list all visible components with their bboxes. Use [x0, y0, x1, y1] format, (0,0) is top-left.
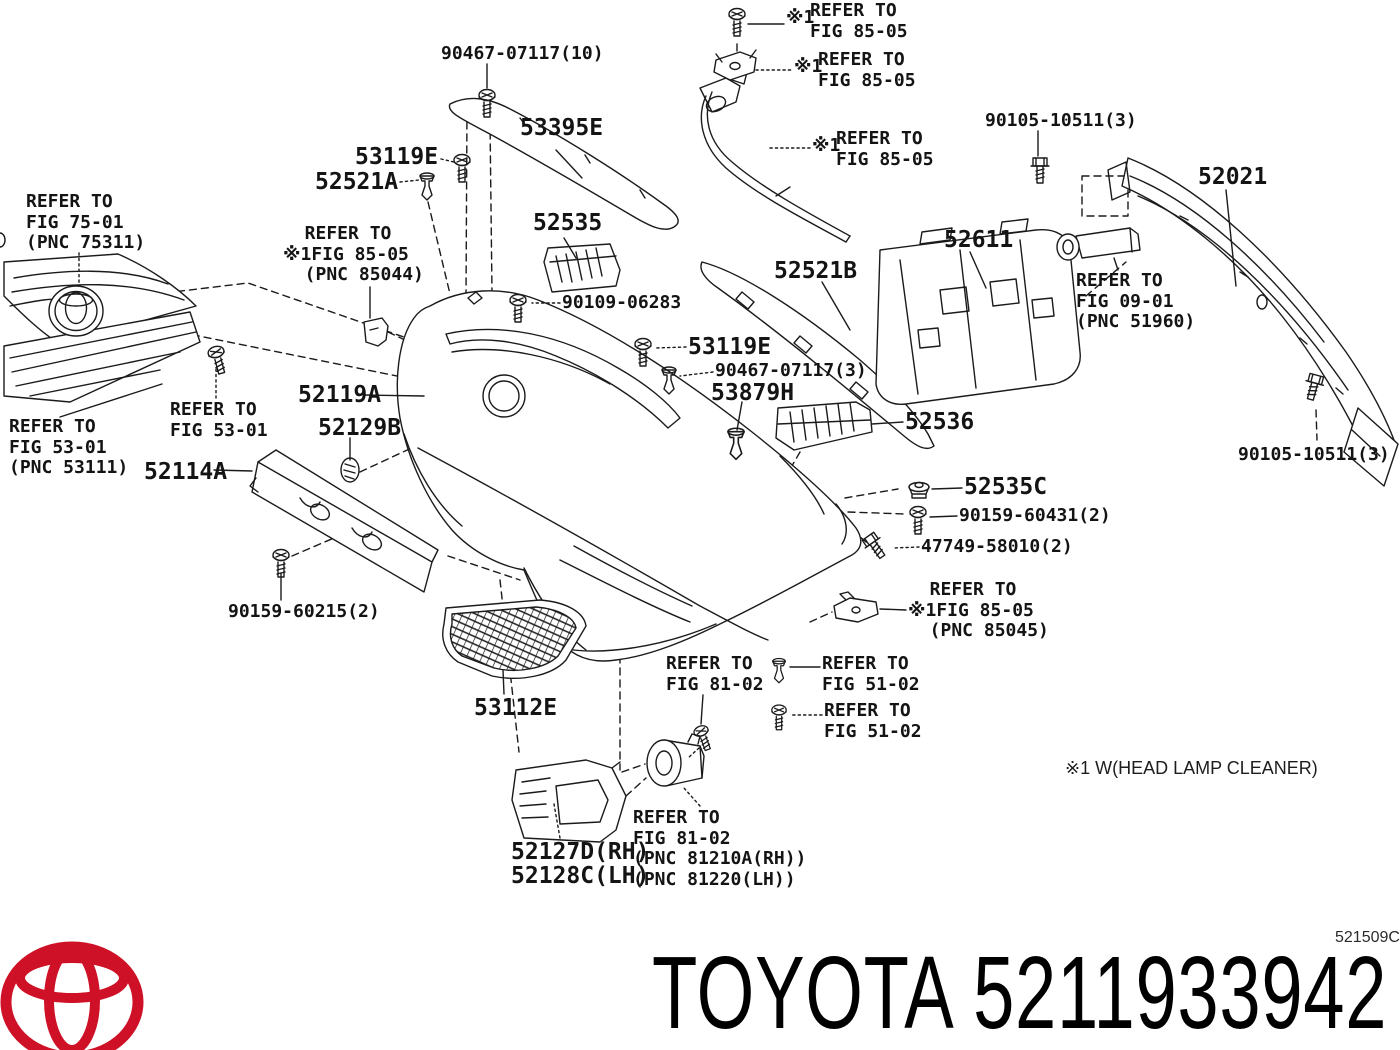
part-label-90105-10511-top: 90105-10511(3) [985, 110, 1137, 131]
bolt-47749-58010-icon [859, 530, 891, 563]
clip-52521a-icon [419, 172, 435, 201]
license-plate-bracket-52114a [249, 449, 439, 593]
refer-label-fig51-02-2: REFER TO FIG 51-02 [824, 700, 922, 742]
hose-clamp-part [713, 49, 757, 81]
leader-lines [59, 23, 1237, 839]
clip-52129b [340, 457, 360, 483]
part-label-53395e: 53395E [520, 115, 604, 141]
bumper-retainer-52521b [700, 261, 935, 450]
refer-label-fig81-02-pnc: REFER TO FIG 81-02 (PNC 81210A(RH)) (PNC… [633, 807, 807, 890]
part-label-53119e-top: 53119E [355, 144, 439, 170]
refer-label-fig85-05-1: REFER TO FIG 85-05 [810, 0, 908, 42]
refer-label-fig75-01: REFER TO FIG 75-01 (PNC 75311) [26, 191, 146, 254]
part-label-90467-07117-3: 90467-07117(3) [715, 360, 867, 381]
refer-label-fig85-05-pnc85045: REFER TO ※1FIG 85-05 (PNC 85045) [908, 579, 1049, 642]
part-label-47749-58010: 47749-58010(2) [921, 536, 1073, 557]
bracket-85045 [833, 591, 879, 623]
asterisk-1-a: ※1 [786, 7, 815, 28]
part-label-53112e: 53112E [474, 695, 558, 721]
diagram-code: 521509C [1335, 929, 1400, 946]
screw-90159-60215-icon [272, 548, 290, 578]
asterisk-1-b: ※1 [794, 56, 823, 77]
part-label-52114a: 52114A [144, 459, 228, 485]
refer-label-fig53-01: REFER TO FIG 53-01 [170, 399, 268, 441]
tow-hook-part [1056, 227, 1141, 261]
part-label-52119a: 52119A [298, 382, 382, 408]
part-label-90109-06283: 90109-06283 [562, 292, 682, 313]
part-label-52521b: 52521B [774, 258, 858, 284]
screw-fig51-02-icon [771, 704, 787, 731]
clip-fig51-02-icon [772, 657, 786, 684]
part-label-52611: 52611 [944, 227, 1014, 253]
headlamp-cleaner-note: ※1 W(HEAD LAMP CLEANER) [1065, 758, 1318, 778]
refer-label-fig09-01: REFER TO FIG 09-01 (PNC 51960) [1076, 270, 1196, 333]
refer-label-fig85-05-pnc85044: REFER TO ※1FIG 85-05 (PNC 85044) [283, 223, 424, 286]
fog-lamp-unit [646, 733, 705, 787]
toyota-logo-icon [0, 941, 144, 1050]
clip-85044 [363, 317, 389, 347]
part-label-52536: 52536 [905, 409, 975, 435]
part-label-90467-07117-10: 90467-07117(10) [441, 43, 604, 64]
asterisk-1-c: ※1 [812, 135, 841, 156]
front-bumper-cover [396, 290, 862, 662]
part-label-52521a: 52521A [315, 169, 399, 195]
brand-text: TOYOTA [652, 935, 955, 1050]
part-label-52021: 52021 [1198, 164, 1268, 190]
part-label-53879h: 53879H [711, 380, 795, 406]
part-label-53119e-mid: 53119E [688, 334, 772, 360]
part-label-52535: 52535 [533, 210, 603, 236]
bumper-energy-absorber-52611 [875, 218, 1081, 405]
headlamp-washer-hose [699, 63, 851, 243]
bolt-90105-top-icon [1030, 157, 1050, 184]
bumper-reinforcement-52021 [0, 157, 1399, 487]
part-label-90159-60431: 90159-60431(2) [959, 505, 1111, 526]
screw-53119e-top-icon [453, 153, 471, 183]
hood-molding-53395e [448, 97, 679, 230]
bolt-90105-bottom-icon [1300, 372, 1327, 403]
refer-label-fig85-05-2: REFER TO FIG 85-05 [818, 49, 916, 91]
radiator-grille [3, 253, 201, 403]
part-label-52129b: 52129B [318, 415, 402, 441]
part-label-52127-52128: 52127D(RH) 52128C(LH) [511, 839, 650, 890]
refer-label-fig85-05-3: REFER TO FIG 85-05 [836, 128, 934, 170]
fog-lamp-bezel [511, 759, 627, 843]
part-label-90159-60215: 90159-60215(2) [228, 601, 380, 622]
lower-grille-53112e [442, 599, 587, 679]
part-label-52535c: 52535C [964, 474, 1048, 500]
refer-label-fig53-01-pnc53111: REFER TO FIG 53-01 (PNC 53111) [9, 416, 129, 479]
screw-fig53-01-icon [206, 343, 231, 377]
part-label-90105-10511-bottom: 90105-10511(3) [1238, 444, 1390, 465]
grommet-52535c-icon [908, 481, 930, 499]
screw-90159-60431-icon [909, 505, 927, 535]
part-number-text: 5211933942 [973, 935, 1388, 1050]
side-support-52536 [775, 401, 873, 451]
toyota-emblem-part [48, 285, 104, 337]
refer-label-fig51-02-1: REFER TO FIG 51-02 [822, 653, 920, 695]
refer-label-fig81-02: REFER TO FIG 81-02 [666, 653, 764, 695]
screw-fig85-05-top-icon [728, 7, 746, 37]
side-support-52535 [543, 243, 621, 293]
